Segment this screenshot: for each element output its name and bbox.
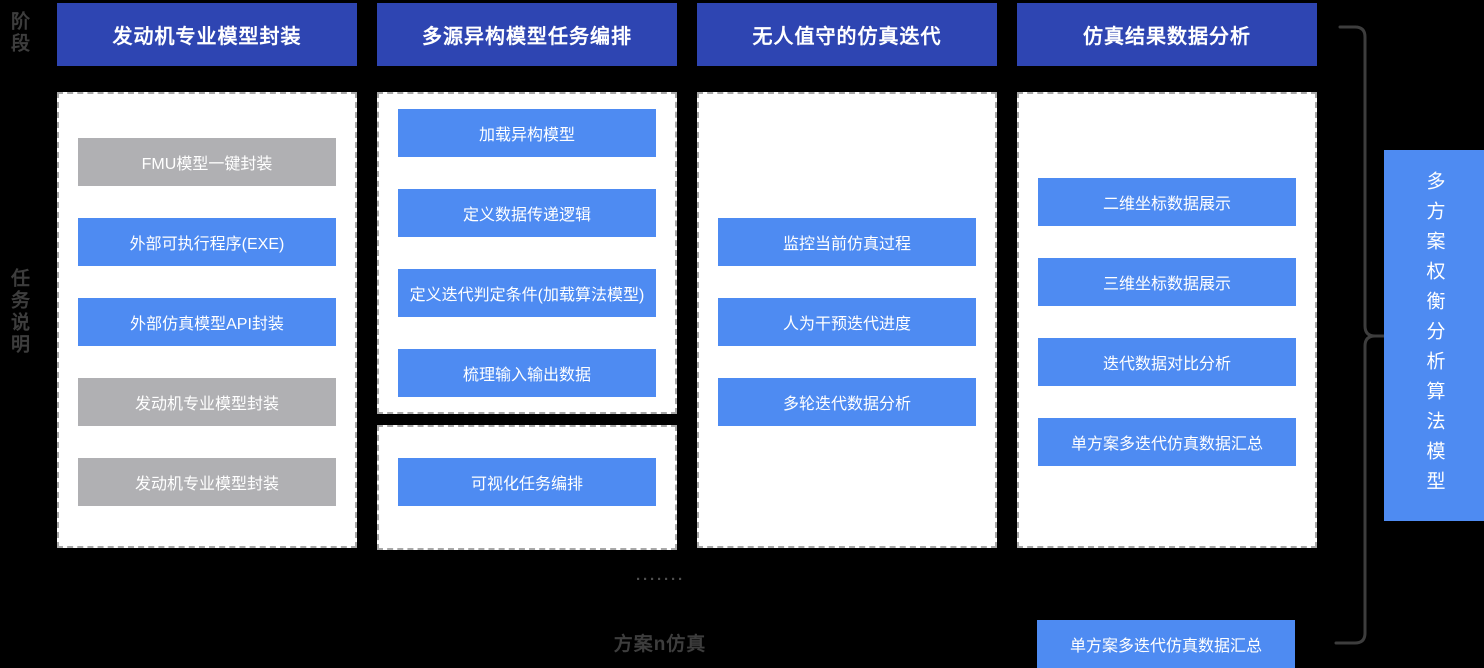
task-chip: 监控当前仿真过程 bbox=[718, 218, 976, 266]
task-chip: 单方案多迭代仿真数据汇总 bbox=[1038, 418, 1296, 466]
task-chip: 三维坐标数据展示 bbox=[1038, 258, 1296, 306]
scheme-n-summary-chip: 单方案多迭代仿真数据汇总 bbox=[1037, 620, 1295, 668]
task-chip: 定义迭代判定条件(加载算法模型) bbox=[398, 269, 656, 317]
tradeoff-analysis-box: 多方案权衡分析算法模型 bbox=[1384, 150, 1484, 521]
scheme-n-label: 方案n仿真 bbox=[613, 634, 707, 655]
task-chip: 发动机专业模型封装 bbox=[78, 458, 336, 506]
column-header-1: 发动机专业模型封装 bbox=[57, 3, 357, 66]
tradeoff-analysis-label: 多方案权衡分析算法模型 bbox=[1423, 170, 1445, 501]
task-row-label: 任务说明 bbox=[8, 268, 29, 356]
task-chip: 人为干预迭代进度 bbox=[718, 298, 976, 346]
task-chip: 迭代数据对比分析 bbox=[1038, 338, 1296, 386]
task-chip: 加载异构模型 bbox=[398, 109, 656, 157]
task-chip: 二维坐标数据展示 bbox=[1038, 178, 1296, 226]
task-chip: 外部可执行程序(EXE) bbox=[78, 218, 336, 266]
column-header-2: 多源异构模型任务编排 bbox=[377, 3, 677, 66]
task-chip: 多轮迭代数据分析 bbox=[718, 378, 976, 426]
stage-row-label: 阶段 bbox=[8, 11, 29, 55]
task-chip: 发动机专业模型封装 bbox=[78, 378, 336, 426]
ellipsis-dots: ······· bbox=[636, 571, 685, 588]
task-panel-3-1: 监控当前仿真过程人为干预迭代进度多轮迭代数据分析 bbox=[697, 92, 997, 548]
task-chip: 梳理输入输出数据 bbox=[398, 349, 656, 397]
task-chip: 外部仿真模型API封装 bbox=[78, 298, 336, 346]
task-panel-4-1: 二维坐标数据展示三维坐标数据展示迭代数据对比分析单方案多迭代仿真数据汇总 bbox=[1017, 92, 1317, 548]
task-panel-2-1: 加载异构模型定义数据传递逻辑定义迭代判定条件(加载算法模型) 梳理输入输出数据 bbox=[377, 92, 677, 414]
task-panel-1-1: FMU模型一键封装外部可执行程序(EXE) 外部仿真模型API封装发动机专业模型封… bbox=[57, 92, 357, 548]
task-chip: 定义数据传递逻辑 bbox=[398, 189, 656, 237]
task-chip: 可视化任务编排 bbox=[398, 458, 656, 506]
task-panel-2-2: 可视化任务编排 bbox=[377, 425, 677, 550]
column-header-3: 无人值守的仿真迭代 bbox=[697, 3, 997, 66]
column-header-4: 仿真结果数据分析 bbox=[1017, 3, 1317, 66]
task-chip: FMU模型一键封装 bbox=[78, 138, 336, 186]
